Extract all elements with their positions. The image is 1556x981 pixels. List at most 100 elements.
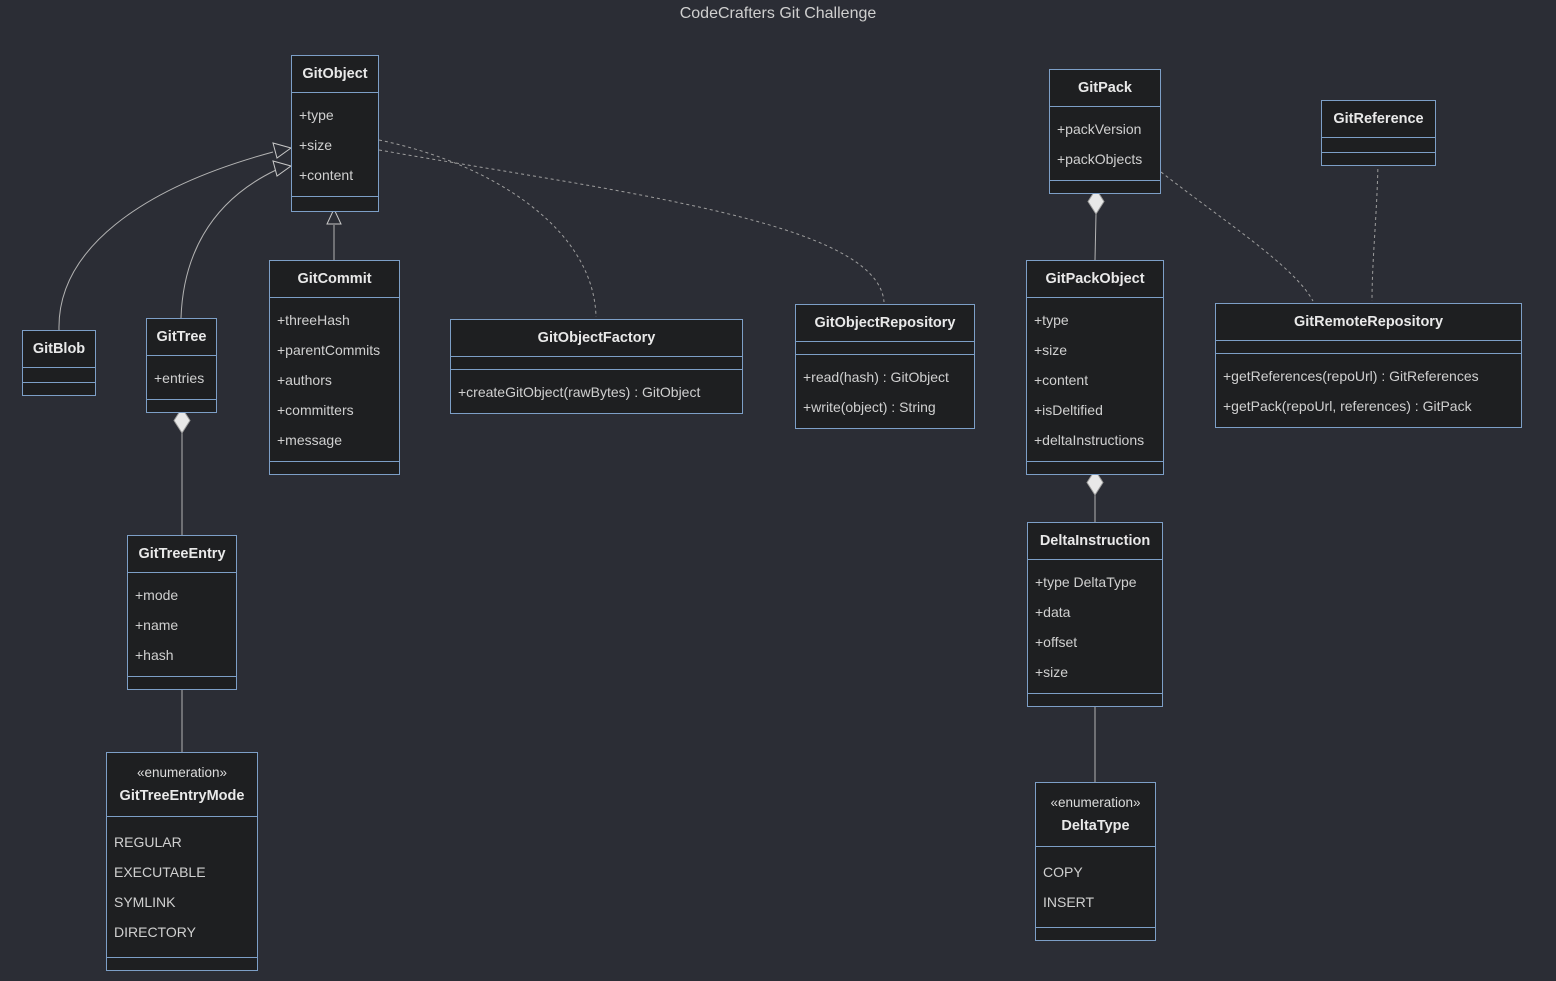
attributes-section-empty [796,341,974,354]
method-row: +write(object) : String [803,399,936,415]
enum-value-row: INSERT [1043,894,1095,910]
methods-section: +createGitObject(rawBytes) : GitObject [451,369,742,413]
attribute-row: +content [1034,372,1089,388]
class-title: GitTree [156,329,207,345]
class-title: GitTreeEntry [138,546,226,562]
class-title: GitPack [1078,80,1132,96]
class-title: GitBlob [32,341,86,357]
edge-inheritance-gitblob-gitobject [58,151,274,331]
enum-name: GitTreeEntryMode [119,788,245,804]
enum-values-section: REGULAR EXECUTABLE SYMLINK DIRECTORY [107,816,257,957]
attribute-row: +hash [135,647,174,663]
enum-title: «enumeration» DeltaType [1036,783,1155,846]
enum-stereotype: «enumeration» [136,765,228,780]
attribute-row: +size [1035,664,1069,680]
class-gitobject: GitObject +type +size +content [291,55,379,212]
attribute-row: +entries [154,370,205,386]
class-title: GitPackObject [1045,271,1145,287]
class-gitremoterepository: GitRemoteRepository +getReferences(repoU… [1215,303,1522,428]
methods-section-empty [1050,180,1160,193]
methods-section-empty [128,676,236,689]
composition-diamond-icon [173,407,191,434]
inheritance-arrowhead-icon [272,160,293,177]
class-gitreference: GitReference [1321,100,1436,166]
methods-section-empty [1027,461,1163,474]
edge-dashed-gitobject-gitobjectrepository [378,149,885,303]
attributes-section: +type +size +content +isDeltified +delta… [1027,297,1163,461]
attributes-section: +packVersion +packObjects [1050,106,1160,180]
attribute-row: +type [299,107,334,123]
class-gitcommit: GitCommit +threeHash +parentCommits +aut… [269,260,400,475]
class-gitobjectfactory: GitObjectFactory +createGitObject(rawByt… [450,319,743,414]
inheritance-arrowhead-icon [272,142,293,159]
class-deltainstruction: DeltaInstruction +type DeltaType +data +… [1027,522,1163,707]
attributes-section-empty [1216,340,1521,353]
enum-values-section: COPY INSERT [1036,846,1155,927]
attribute-row: +isDeltified [1034,402,1103,418]
attributes-section-empty [451,356,742,369]
attributes-section: +type +size +content [292,92,378,196]
attribute-row: +size [299,137,333,153]
attribute-row: +name [135,617,179,633]
composition-diamond-icon [1087,188,1105,215]
enum-title: «enumeration» GitTreeEntryMode [107,753,257,816]
edge-dashed-gitreference-gitremoterepository [1371,162,1379,302]
methods-section-empty [1322,152,1435,165]
enum-gittreeentrymode: «enumeration» GitTreeEntryMode REGULAR E… [106,752,258,971]
attribute-row: +offset [1035,634,1078,650]
attributes-section-empty [1322,137,1435,152]
class-title: DeltaInstruction [1039,533,1151,549]
enum-value-row: COPY [1043,864,1083,880]
attribute-row: +threeHash [277,312,350,328]
enum-value-row: DIRECTORY [114,924,196,940]
methods-section-empty [147,399,216,412]
attribute-row: +packVersion [1057,121,1142,137]
edge-dashed-gitpack-gitremoterepository [1160,171,1314,302]
attribute-row: +parentCommits [277,342,381,358]
attribute-row: +authors [277,372,332,388]
edge-inheritance-gittree-gitobject [180,169,277,319]
composition-diamond-icon [1086,469,1104,496]
attribute-row: +data [1035,604,1071,620]
enum-value-row: REGULAR [114,834,182,850]
attributes-section-empty [23,367,95,382]
class-title: GitObjectFactory [537,330,656,346]
methods-section-empty [23,382,95,395]
methods-section-empty [1028,693,1162,706]
methods-section: +getReferences(repoUrl) : GitReferences … [1216,353,1521,427]
methods-section: +read(hash) : GitObject +write(object) :… [796,354,974,428]
diagram-title: CodeCrafters Git Challenge [679,5,877,22]
class-title: GitReference [1333,111,1424,127]
attribute-row: +size [1034,342,1068,358]
enum-value-row: SYMLINK [114,894,176,910]
class-gittree: GitTree +entries [146,318,217,413]
class-title: GitCommit [297,271,372,287]
attributes-section: +threeHash +parentCommits +authors +comm… [270,297,399,461]
methods-section-empty [1036,927,1155,940]
enum-name: DeltaType [1061,818,1130,834]
method-row: +getPack(repoUrl, references) : GitPack [1223,398,1472,414]
class-title: GitObject [302,66,368,82]
method-row: +createGitObject(rawBytes) : GitObject [458,384,701,400]
attribute-row: +type DeltaType [1035,574,1137,590]
edge-composition-gitpack-gitpackobject [1094,213,1097,261]
methods-section-empty [292,196,378,211]
attribute-row: +committers [277,402,354,418]
enum-stereotype: «enumeration» [1050,795,1141,810]
class-gitpack: GitPack +packVersion +packObjects [1049,69,1161,194]
class-gitpackobject: GitPackObject +type +size +content +isDe… [1026,260,1164,475]
attribute-row: +deltaInstructions [1034,432,1145,448]
class-gitblob: GitBlob [22,330,96,396]
methods-section-empty [270,461,399,474]
inheritance-arrowhead-icon [326,207,342,225]
method-row: +read(hash) : GitObject [803,369,949,385]
attribute-row: +content [299,167,354,183]
attributes-section: +entries [147,355,216,399]
enum-value-row: EXECUTABLE [114,864,206,880]
class-title: GitObjectRepository [814,315,956,331]
class-title: GitRemoteRepository [1293,314,1444,330]
attribute-row: +message [277,432,342,448]
attributes-section: +type DeltaType +data +offset +size [1028,559,1162,693]
